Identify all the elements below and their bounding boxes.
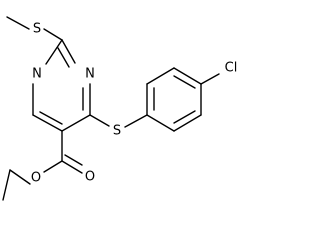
bond-c6-c5-inner bbox=[39, 111, 63, 125]
bond-c2-n1 bbox=[45, 39, 63, 65]
bond-ar5-ar6 bbox=[173, 114, 202, 132]
atom-s-aryl-thio: S bbox=[113, 124, 121, 139]
bond-ar2-ar3 bbox=[146, 67, 175, 85]
bond-s-aryl bbox=[124, 114, 148, 128]
atom-s-methylthio: S bbox=[33, 22, 41, 37]
bond-ar5-ar6-inner bbox=[173, 110, 196, 124]
bond-ar3-ar4-inner bbox=[173, 75, 196, 89]
bond-o-ch2 bbox=[9, 169, 31, 185]
bond-c4-s bbox=[89, 114, 110, 127]
bond-s-c2 bbox=[43, 28, 63, 41]
bond-c6-c5 bbox=[32, 114, 63, 132]
bond-c5-c4 bbox=[61, 114, 91, 132]
bonds bbox=[2, 16, 220, 201]
bond-carbonyl-double-2 bbox=[64, 154, 83, 166]
bond-c2-n3 bbox=[61, 39, 76, 64]
atom-n-ring-upper: N bbox=[85, 67, 95, 82]
atom-labels: S N N S Cl O O bbox=[31, 22, 237, 186]
atom-cl: Cl bbox=[225, 61, 238, 76]
bond-methyl-s bbox=[6, 16, 30, 30]
bond-carbonyl-double-1 bbox=[61, 160, 83, 174]
bond-ch2-ch3 bbox=[2, 169, 11, 201]
atom-o-carbonyl: O bbox=[85, 170, 95, 185]
chemical-structure: S N N S Cl O O bbox=[2, 16, 237, 201]
atom-n-ring-lower: N bbox=[32, 67, 42, 82]
bond-ar4-cl bbox=[200, 73, 220, 85]
bond-ar6-ar1 bbox=[146, 114, 175, 132]
bond-c2-n3-inner bbox=[57, 47, 70, 68]
bond-ar3-ar4 bbox=[173, 67, 202, 85]
atom-o-ester: O bbox=[31, 171, 41, 186]
bond-carbonyl-c-o bbox=[43, 160, 63, 173]
